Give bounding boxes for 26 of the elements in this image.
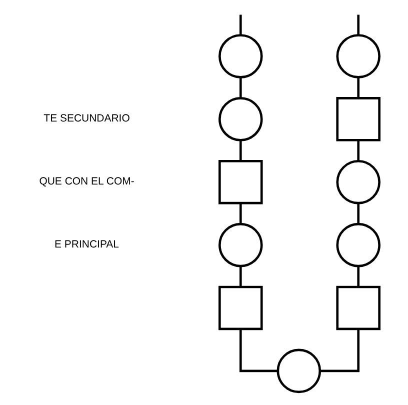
node-circle: [218, 97, 262, 142]
connector: [356, 203, 360, 224]
node-circle: [218, 222, 262, 268]
node-circle: [218, 34, 262, 78]
connector: [356, 14, 360, 36]
node-circle: [276, 348, 321, 394]
label: TE SECUNDARIO: [43, 114, 130, 125]
connector: [238, 14, 242, 36]
node-box: [218, 286, 262, 330]
connector: [238, 78, 242, 98]
node-circle: [336, 160, 380, 204]
label: E PRINCIPAL: [54, 240, 119, 251]
connector: [238, 329, 278, 372]
connector: [356, 266, 360, 287]
connector: [238, 266, 242, 287]
connector: [320, 329, 360, 372]
node-box: [336, 97, 380, 142]
connector: [238, 203, 242, 224]
node-circle: [336, 34, 380, 78]
node-box: [218, 160, 262, 204]
node-box: [336, 286, 380, 330]
node-circle: [336, 222, 380, 268]
connector: [356, 140, 360, 161]
label: QUE CON EL COM-: [38, 176, 134, 188]
connector: [238, 140, 242, 161]
connector: [356, 78, 360, 98]
